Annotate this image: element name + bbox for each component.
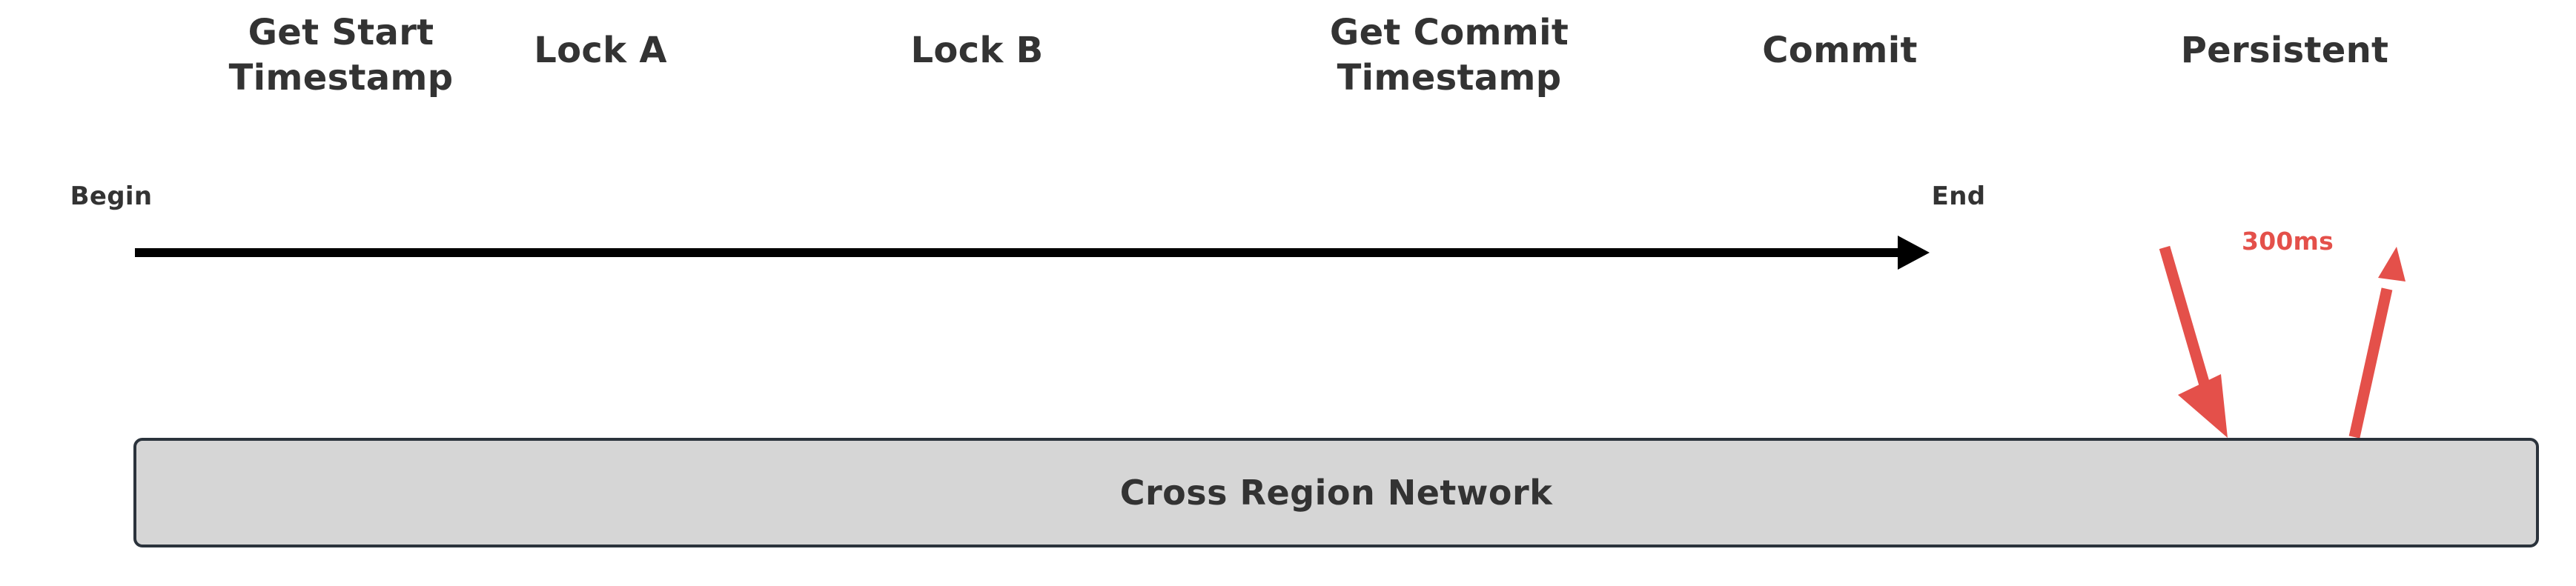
timeline-step-lock-a: Lock A bbox=[534, 30, 667, 71]
timeline-step-get-start-timestamp: Get Start Timestamp bbox=[228, 12, 454, 99]
cross-region-network-label: Cross Region Network bbox=[1119, 473, 1553, 513]
timeline-step-lock-b: Lock B bbox=[910, 30, 1044, 71]
timeline-begin-label: Begin bbox=[70, 182, 153, 211]
cross-region-network-box: Cross Region Network bbox=[133, 438, 2539, 547]
timeline-arrow bbox=[135, 236, 1930, 270]
request-to-network-arrow bbox=[2159, 245, 2228, 438]
timeline-step-get-commit-timestamp: Get Commit Timestamp bbox=[1329, 12, 1569, 99]
timeline-step-commit: Commit bbox=[1762, 30, 1918, 71]
latency-value-label: 300ms bbox=[2242, 227, 2334, 256]
response-from-network-arrow bbox=[2348, 247, 2406, 439]
timeline-end-label: End bbox=[1931, 182, 1986, 211]
timeline-step-persistent: Persistent bbox=[2180, 30, 2389, 71]
